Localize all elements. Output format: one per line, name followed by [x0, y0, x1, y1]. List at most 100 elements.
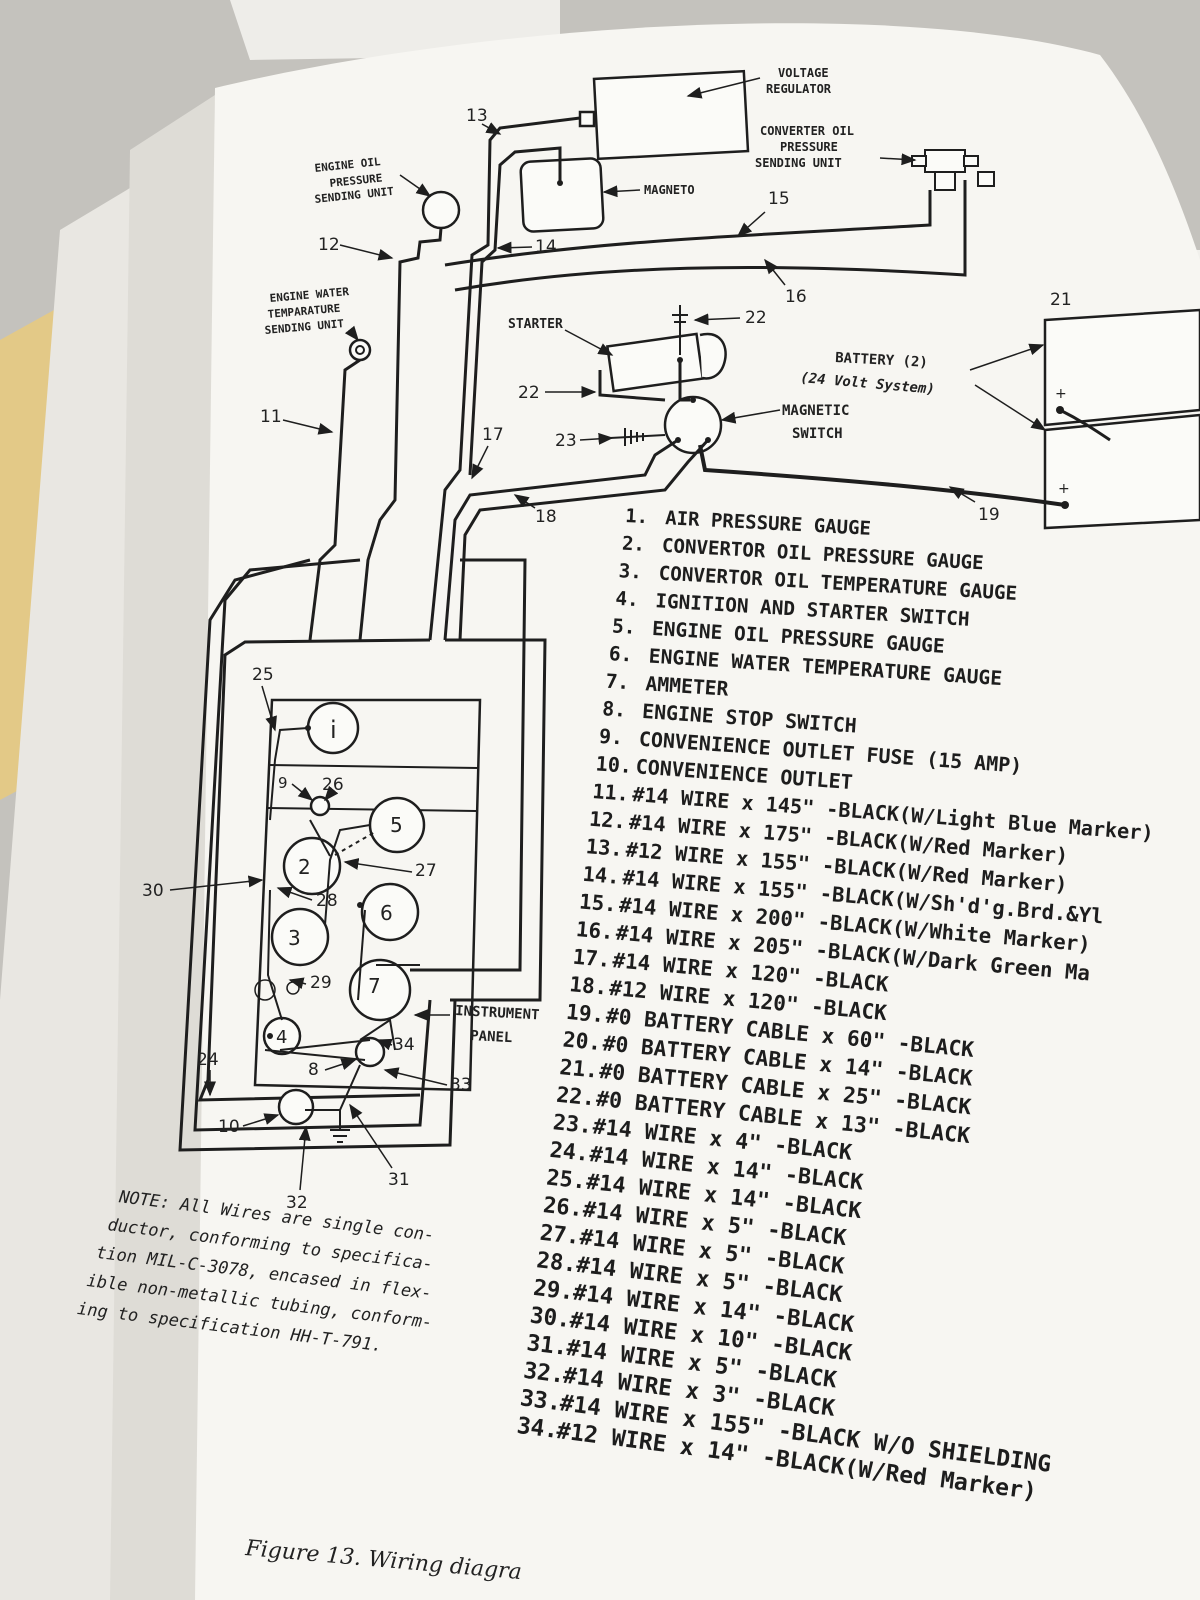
- legend-number-21: 21.: [558, 1055, 599, 1084]
- converter-oil-pressure-sending-unit: [911, 149, 979, 191]
- gauge-6: [360, 882, 420, 942]
- voltage-regulator: [592, 69, 750, 161]
- callout-26: 26: [322, 775, 344, 795]
- legend-number-22: 22.: [555, 1083, 596, 1112]
- magneto: [519, 157, 605, 233]
- callout-22a: 22: [745, 308, 767, 328]
- wire-runs: [178, 116, 1066, 1152]
- callout-31: 31: [388, 1170, 410, 1190]
- instrument-panel-label-1: INSTRUMENT: [455, 1003, 540, 1023]
- callout-34: 34: [393, 1035, 415, 1055]
- legend-number-28: 28.: [535, 1247, 578, 1277]
- converter-oil-label-3: SENDING UNIT: [755, 156, 842, 170]
- legend-number-7: 7.: [605, 670, 630, 695]
- legend-number-1: 1.: [625, 505, 649, 528]
- callout-17: 17: [482, 425, 504, 445]
- engine-oil-label-2: PRESSURE: [329, 172, 383, 190]
- voltage-regulator-label-1: VOLTAGE: [778, 66, 829, 80]
- legend-number-29: 29.: [532, 1275, 575, 1305]
- callout-18: 18: [535, 507, 557, 527]
- legend-number-30: 30.: [529, 1303, 572, 1334]
- legend-number-8: 8.: [602, 697, 627, 722]
- legend-number-34: 34.: [515, 1413, 559, 1444]
- legend-number-2: 2.: [621, 532, 645, 556]
- engine-oil-pressure-sending-unit: [421, 190, 461, 230]
- legend-text-7: AMMETER: [645, 672, 730, 700]
- document-page: [195, 23, 1200, 1600]
- legend-number-20: 20.: [562, 1027, 603, 1056]
- callout-27: 27: [415, 861, 437, 881]
- callout-14: 14: [535, 237, 557, 257]
- legend-number-15: 15.: [578, 889, 617, 916]
- legend-number-6: 6.: [608, 642, 633, 666]
- legend-number-9: 9.: [598, 724, 624, 750]
- callout-29: 29: [310, 973, 332, 993]
- outlet-10: [277, 1088, 315, 1126]
- page-stack-edge: [110, 95, 215, 1600]
- callout-13: 13: [466, 106, 488, 126]
- legend-number-27: 27.: [539, 1220, 582, 1250]
- gauge-3: [270, 907, 330, 967]
- engine-water-label-2: TEMPARATURE: [267, 302, 341, 321]
- battery: + +: [1043, 308, 1200, 530]
- legend-number-23: 23.: [552, 1110, 593, 1139]
- magneto-label: MAGNETO: [644, 183, 695, 197]
- legend-number-10: 10.: [595, 751, 633, 778]
- starter-label: STARTER: [508, 317, 563, 332]
- converter-oil-label-1: CONVERTER OIL: [760, 124, 854, 138]
- callout-10: 10: [218, 1117, 240, 1137]
- callout-19: 19: [978, 505, 1000, 525]
- gauge-7: [348, 958, 412, 1022]
- instrument-panel-label-2: PANEL: [470, 1028, 513, 1046]
- ground-symbol-23: [609, 428, 666, 446]
- panel-ground: [330, 1110, 350, 1143]
- legend-number-25: 25.: [545, 1166, 587, 1195]
- callout-12: 12: [318, 235, 340, 255]
- legend-number-4: 4.: [615, 587, 640, 611]
- svg-text:+: +: [1058, 481, 1070, 497]
- callout-25: 25: [252, 665, 274, 685]
- legend-number-31: 31.: [525, 1330, 569, 1361]
- legend-number-26: 26.: [542, 1193, 584, 1222]
- legend-number-19: 19.: [565, 999, 605, 1027]
- gauge-6-label: 6: [380, 901, 393, 925]
- converter-temp-unit-partial: [977, 171, 995, 187]
- callout-22b: 22: [518, 383, 540, 403]
- callout-28: 28: [316, 891, 338, 911]
- gauge-3-label: 3: [288, 926, 301, 950]
- legend-number-33: 33.: [519, 1385, 563, 1416]
- callout-11: 11: [260, 407, 282, 427]
- legend-number-5: 5.: [611, 614, 636, 638]
- legend-number-24: 24.: [548, 1138, 590, 1167]
- callout-24: 24: [197, 1050, 219, 1070]
- voltage-regulator-label-2: REGULATOR: [766, 82, 832, 96]
- legend-number-12: 12.: [588, 807, 626, 834]
- legend-number-32: 32.: [522, 1358, 566, 1389]
- engine-water-temp-sending-unit: [348, 338, 372, 362]
- gauge-4-label: 4: [276, 1027, 287, 1048]
- gauge-1-label: i: [330, 716, 337, 744]
- callout-16: 16: [785, 287, 807, 307]
- legend-number-17: 17.: [572, 945, 612, 972]
- regulator-terminal: [578, 110, 596, 128]
- gauge-5-label: 5: [390, 813, 403, 837]
- callout-32: 32: [286, 1193, 308, 1213]
- callouts: 13 12 14 15 16 11 22 22 23 17 18 19 21: [142, 106, 1072, 1213]
- switch-8: [354, 1036, 386, 1068]
- callout-33: 33: [450, 1075, 472, 1095]
- gauge-2-label: 2: [298, 855, 311, 879]
- callout-30: 30: [142, 881, 164, 901]
- legend-number-14: 14.: [582, 862, 621, 889]
- callout-23: 23: [555, 431, 577, 451]
- legend-number-18: 18.: [568, 971, 608, 999]
- callout-21: 21: [1050, 290, 1072, 310]
- legend-number-3: 3.: [618, 559, 642, 583]
- callout-15: 15: [768, 189, 790, 209]
- legend-number-13: 13.: [585, 834, 624, 861]
- svg-text:+: +: [1055, 386, 1067, 402]
- callout-8: 8: [308, 1060, 319, 1080]
- callout-9: 9: [278, 774, 288, 792]
- converter-oil-label-2: PRESSURE: [780, 140, 838, 154]
